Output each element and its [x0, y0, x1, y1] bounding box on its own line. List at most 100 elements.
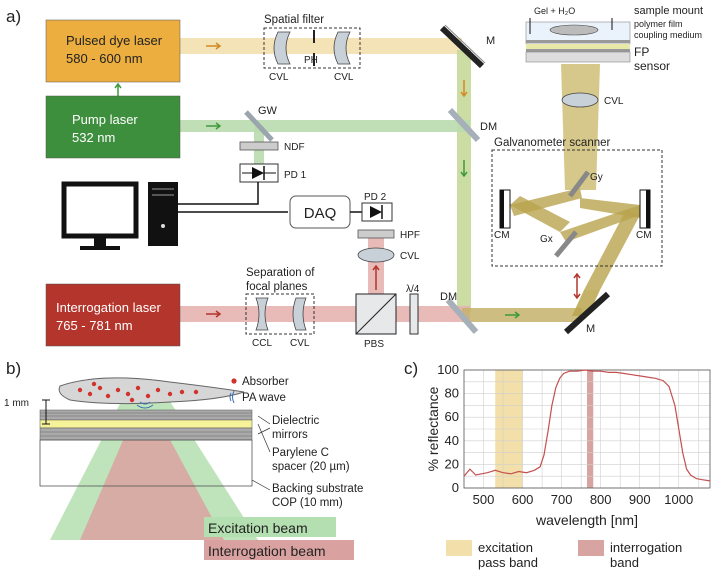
interrogation-beam-label: Interrogation beam: [208, 543, 326, 559]
pd1-label: PD 1: [284, 170, 307, 181]
x-axis-label: wavelength [nm]: [535, 512, 638, 528]
excitation-band-legend-swatch: [446, 540, 472, 556]
gw-label: GW: [258, 105, 278, 117]
pulsed-laser-wavelength: 580 - 600 nm: [66, 51, 143, 66]
spatial-filter-lens-1: [273, 31, 291, 65]
coupling-label: coupling medium: [634, 30, 702, 40]
panel-a-label: a): [6, 7, 21, 26]
spatial-filter-title: Spatial filter: [264, 14, 324, 26]
ccl-label: CCL: [252, 338, 272, 349]
interrogation-beam-cone: [80, 410, 224, 540]
y-tick-label: 40: [445, 433, 459, 448]
film-label: polymer film: [634, 19, 683, 29]
x-tick-label: 500: [473, 492, 495, 507]
reflectance-curve: [463, 369, 711, 482]
pulsed-laser-box: [45, 19, 181, 83]
polarizing-beam-splitter: PBS: [355, 293, 397, 350]
glass-wedge: GW: [244, 105, 278, 142]
gel-label: Gel + H₂O: [534, 6, 575, 16]
pa-wave-icon: [229, 390, 235, 404]
separation-of-focal-planes: Separation of focal planes CCL CVL: [245, 267, 315, 349]
pbs-label: PBS: [364, 339, 384, 350]
computer-tower-icon: [148, 182, 178, 246]
separation-title-1: Separation of: [246, 267, 315, 279]
daq: DAQ: [289, 195, 362, 229]
sensor-label: sensor: [634, 59, 670, 73]
ccl-lens: [255, 297, 269, 331]
y-axis-label: % reflectance: [425, 386, 441, 471]
interrogation-laser-name: Interrogation laser: [56, 300, 161, 315]
separation-cvl-lens: [292, 297, 307, 331]
cm-right-label: CM: [636, 230, 652, 241]
dichroic-mirror-bottom: DM: [440, 291, 479, 334]
pd2-lens-label: CVL: [400, 251, 420, 262]
pulsed-dye-laser: Pulsed dye laser 580 - 600 nm: [45, 19, 181, 83]
mount-label: sample mount: [634, 5, 703, 17]
qwp-label: λ/4: [406, 284, 420, 295]
zebrafish-icon: [549, 24, 599, 36]
panel-c-legend: excitation pass band interrogation band: [446, 540, 682, 570]
interrogation-beam-legend-swatch: [204, 540, 354, 560]
panel-c-label: c): [404, 359, 418, 378]
interrogation-laser: Interrogation laser 765 - 781 nm: [45, 283, 181, 347]
combined-beam: [462, 308, 582, 322]
legend-interrogation-line-2: band: [610, 555, 639, 570]
x-tick-label: 600: [512, 492, 534, 507]
gx-label: Gx: [540, 234, 553, 245]
absorber-label: Absorber: [242, 376, 289, 388]
spatial-filter-lens-1-label: CVL: [269, 72, 289, 83]
computer-monitor-icon: [61, 181, 139, 239]
interrogation-laser-wavelength: 765 - 781 nm: [56, 318, 133, 333]
absorber-dots: [77, 381, 199, 403]
data-cables: [178, 182, 288, 213]
x-tick-label: 900: [629, 492, 651, 507]
excitation-beam-label: Excitation beam: [208, 520, 308, 536]
excitation-beam-horizontal: [180, 38, 462, 54]
scale-bar-label: 1 mm: [4, 398, 29, 409]
mirror-top: M: [439, 24, 495, 69]
pump-laser-name: Pump laser: [72, 112, 138, 127]
dielectric-label-1: Dielectric: [272, 415, 320, 427]
cm-left-label: CM: [494, 230, 510, 241]
pump-laser-box: [45, 95, 181, 159]
photodiode-1: PD 1: [239, 163, 307, 183]
backing-label-1: Backing substrate: [272, 483, 363, 495]
separation-cvl-label: CVL: [290, 338, 310, 349]
spatial-filter-lens-2: [333, 31, 351, 65]
mirror-bottom-label: M: [586, 323, 595, 335]
y-tick-label: 60: [445, 409, 459, 424]
dichroic-mirror-middle: DM: [447, 107, 497, 143]
y-tick-label: 0: [452, 480, 459, 495]
legend-excitation-line-1: excitation: [478, 540, 533, 555]
quarter-wave-plate: λ/4: [406, 284, 420, 335]
excitation-beam-legend-swatch: [204, 517, 336, 537]
spatial-filter: Spatial filter CVL PH CVL: [263, 14, 361, 83]
beam-arrows: [114, 42, 581, 319]
high-pass-filter: HPF: [357, 229, 420, 241]
daq-label: DAQ: [304, 205, 337, 222]
pd2-label: PD 2: [364, 192, 387, 203]
x-tick-label: 700: [551, 492, 573, 507]
pump-laser-wavelength: 532 nm: [72, 130, 115, 145]
fp-sensor-layers: [39, 409, 253, 487]
panel-b-label: b): [6, 359, 21, 378]
x-tick-label: 1000: [664, 492, 693, 507]
x-tick-label: 800: [590, 492, 612, 507]
dm-bottom-label: DM: [440, 291, 457, 303]
spacer-label-1: Parylene C: [272, 447, 329, 459]
pd2-lens: CVL: [357, 247, 420, 263]
zebrafish-larva: [58, 377, 245, 409]
panel-b-labels: 1 mm Absorber PA wave Dielectric mirrors…: [4, 376, 363, 560]
dm-middle-label: DM: [480, 121, 497, 133]
legend-interrogation-line-1: interrogation: [610, 540, 682, 555]
fp-sensor-assembly: Gel + H₂O sample mount polymer film coup…: [525, 5, 703, 73]
hpf-label: HPF: [400, 230, 420, 241]
spatial-filter-lens-2-label: CVL: [334, 72, 354, 83]
gy-mirror: [568, 170, 590, 198]
fp-label: FP: [634, 45, 649, 59]
mirror-top-label: M: [486, 35, 495, 47]
sensor-lens-label: CVL: [604, 96, 624, 107]
y-tick-label: 100: [437, 362, 459, 377]
